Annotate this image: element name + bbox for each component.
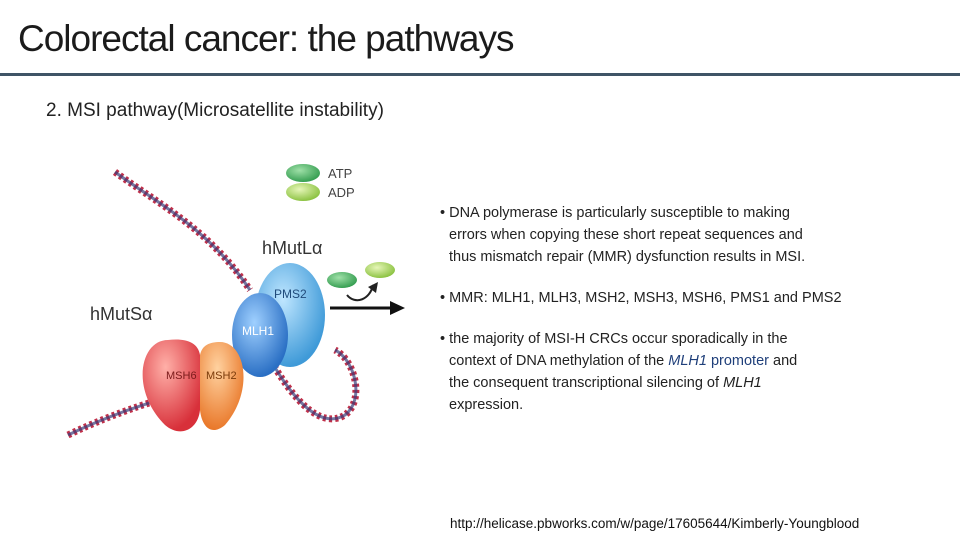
bullet-line: errors when copying these short repeat s… (449, 227, 803, 243)
bullet-line: expression. (449, 397, 524, 413)
bullet-line: context of DNA methylation of the MLH1 p… (440, 350, 880, 372)
mlh1-protein (232, 293, 288, 377)
msh6-label: MSH6 (166, 370, 197, 382)
mmr-pathway-figure: ATP ADP hMutLα hMutSα PMS2 MLH1 MSH6 MSH… (60, 160, 420, 450)
msh2-protein (200, 342, 244, 431)
slide-title: Colorectal cancer: the pathways (18, 18, 514, 59)
text-run: the consequent transcriptional silencing… (449, 375, 724, 391)
text-run: context of DNA methylation of the (449, 353, 669, 369)
atp-bound-oval (327, 272, 357, 288)
msh2-label: MSH2 (206, 370, 237, 382)
dna-strand-upper (112, 169, 253, 292)
text-run: and (768, 353, 798, 369)
atp-oval (286, 164, 320, 182)
slide-subtitle: 2. MSI pathway(Microsatellite instabilit… (46, 100, 384, 121)
hmutl-label: hMutLα (262, 238, 322, 258)
atp-label: ATP (328, 166, 352, 181)
bullet-mmr-genes: • MMR: MLH1, MLH3, MSH2, MSH3, MSH6, PMS… (440, 287, 880, 309)
mmr-diagram: ATP ADP hMutLα hMutSα PMS2 MLH1 MSH6 MSH… (66, 164, 405, 439)
bullet-line: • MMR: MLH1, MLH3, MSH2, MSH3, MSH6, PMS… (440, 290, 842, 306)
title-divider (0, 73, 960, 76)
hmuts-label: hMutSα (90, 304, 152, 324)
bullet-list: • DNA polymerase is particularly suscept… (440, 202, 880, 435)
adp-released-oval (365, 262, 395, 278)
gene-mlh1: MLH1 (723, 375, 762, 391)
bullet-line: thus mismatch repair (MMR) dysfunction r… (449, 249, 806, 265)
bullet-line: the consequent transcriptional silencing… (440, 372, 880, 394)
source-citation: http://helicase.pbworks.com/w/page/17605… (450, 516, 860, 531)
adp-label: ADP (328, 185, 355, 200)
bullet-polymerase: • DNA polymerase is particularly suscept… (440, 202, 880, 268)
mlh1-label: MLH1 (242, 324, 274, 338)
bullet-msi-h-sporadic: • the majority of MSI-H CRCs occur spora… (440, 328, 880, 416)
promoter-term: promoter (706, 353, 769, 369)
bullet-line: • the majority of MSI-H CRCs occur spora… (440, 331, 788, 347)
gene-mlh1: MLH1 (668, 353, 707, 369)
msh6-protein (142, 339, 200, 432)
adp-oval (286, 183, 320, 201)
pms2-label: PMS2 (274, 287, 307, 301)
bullet-line: • DNA polymerase is particularly suscept… (440, 205, 790, 221)
